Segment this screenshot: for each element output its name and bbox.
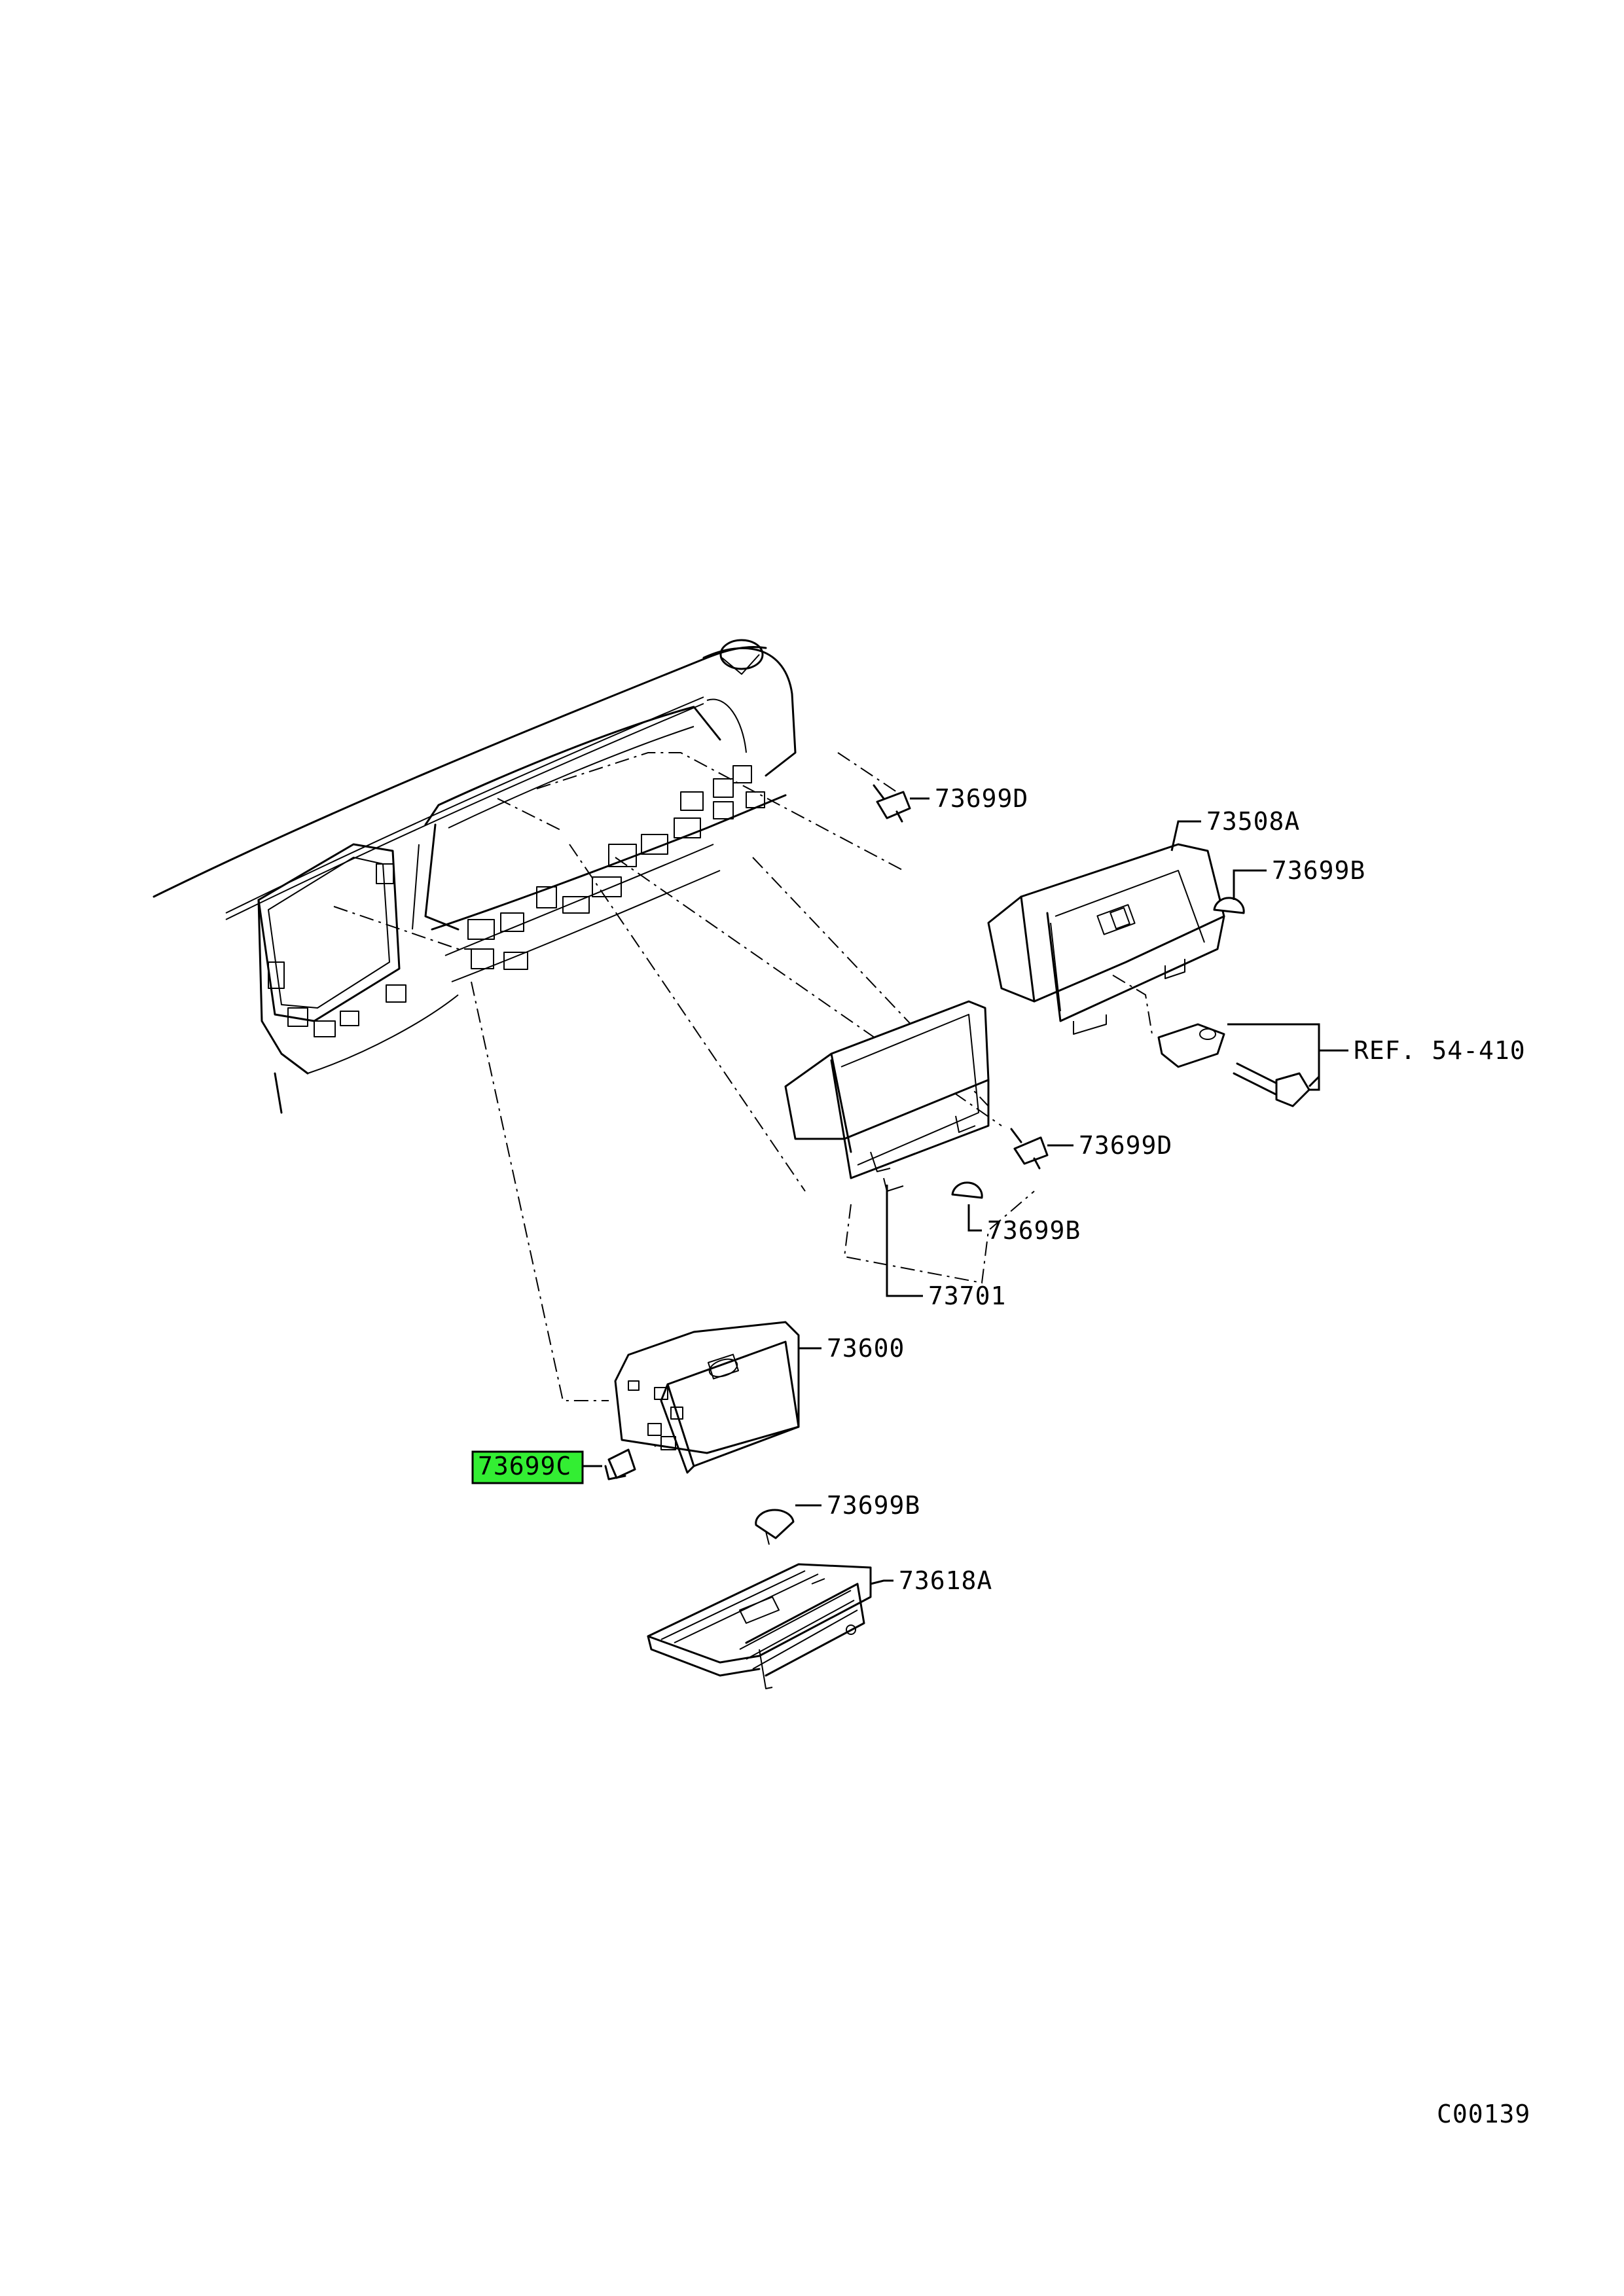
part-73508a-drawing <box>987 843 1225 1035</box>
clip-73699d-middle-icon <box>1010 1128 1049 1170</box>
clip-73699b-lower-icon <box>755 1509 795 1539</box>
part-73600-drawing <box>614 1321 800 1474</box>
part-73618a-drawing <box>647 1563 872 1689</box>
label-73699b-middle[interactable]: 73699B <box>987 1216 1081 1245</box>
label-73699b-upper[interactable]: 73699B <box>1272 856 1365 885</box>
label-73699c[interactable]: 73699C <box>478 1452 571 1480</box>
label-73618a[interactable]: 73618A <box>899 1566 992 1595</box>
clip-73699c-icon <box>604 1448 636 1480</box>
label-73600[interactable]: 73600 <box>827 1334 905 1363</box>
clip-73699b-upper-icon <box>1213 897 1245 914</box>
label-73699b-lower[interactable]: 73699B <box>827 1491 920 1520</box>
clip-73699b-middle-icon <box>951 1181 983 1199</box>
diagram-code: C00139 <box>1437 2100 1530 2128</box>
label-73508a[interactable]: 73508A <box>1206 807 1300 836</box>
instrument-panel-drawing <box>153 639 797 1114</box>
key-fob-drawing <box>1157 1023 1310 1107</box>
label-73699d-middle[interactable]: 73699D <box>1079 1131 1172 1160</box>
clip-73699d-upper-icon <box>873 784 911 823</box>
label-ref-54-410[interactable]: REF. 54-410 <box>1354 1036 1526 1065</box>
highlight-73699c <box>471 1450 584 1484</box>
label-73701[interactable]: 73701 <box>928 1282 1006 1310</box>
part-73701-drawing <box>784 1000 990 1192</box>
leader-lines <box>583 797 1348 1585</box>
label-73699d-upper[interactable]: 73699D <box>935 784 1028 813</box>
